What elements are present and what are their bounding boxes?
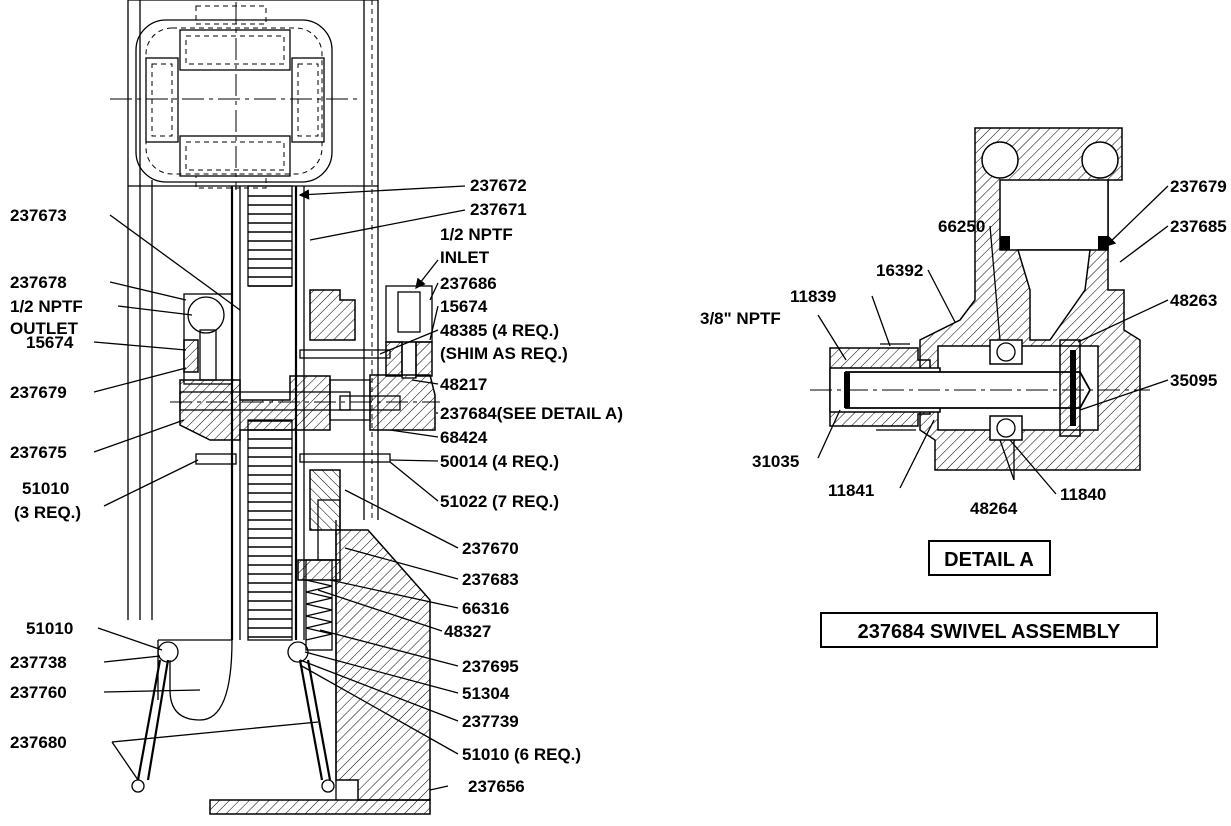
detail-callout-11840: 11840: [1060, 485, 1106, 504]
callout-51010-b: 51010: [26, 619, 73, 638]
detail-callout-labels: 237679 237685 66250 16392 48263 11839 3/…: [700, 177, 1227, 518]
main-leaders: [93, 185, 466, 791]
detail-a-title-box: DETAIL A: [928, 540, 1051, 576]
outlet-fitting: [183, 293, 233, 385]
callout-48327: 48327: [444, 622, 491, 641]
callout-237680: 237680: [10, 733, 67, 752]
assembly-title: 237684 SWIVEL ASSEMBLY: [858, 621, 1121, 643]
callout-237671: 237671: [470, 200, 527, 219]
callout-237656: 237656: [468, 777, 525, 796]
callout-237695: 237695: [462, 657, 519, 676]
detail-callout-16392: 16392: [876, 261, 923, 280]
detail-a-title: DETAIL A: [944, 549, 1034, 571]
outlet-size-label: 1/2 NPTF: [10, 297, 83, 316]
rotor-coil-housing: [110, 2, 360, 190]
inlet-label: INLET: [440, 248, 490, 267]
bottom-pan: [157, 639, 309, 721]
hub-assembly: [170, 289, 440, 531]
callout-66316: 66316: [462, 599, 509, 618]
callout-15674-right: 15674: [440, 297, 488, 316]
callout-237679-left: 237679: [10, 383, 67, 402]
callout-237684: 237684(SEE DETAIL A): [440, 404, 623, 423]
detail-npt-label: 3/8" NPTF: [700, 309, 781, 328]
callout-237672: 237672: [470, 176, 527, 195]
callout-237686: 237686: [440, 274, 497, 293]
detail-callout-11839: 11839: [790, 287, 836, 306]
callout-237760: 237760: [10, 683, 67, 702]
detail-callout-35095: 35095: [1170, 371, 1217, 390]
callout-51010-a: 51010: [22, 479, 69, 498]
callout-48385: 48385 (4 REQ.): [440, 321, 559, 340]
inlet-size-label: 1/2 NPTF: [440, 225, 513, 244]
assembly-title-box: 237684 SWIVEL ASSEMBLY: [820, 612, 1158, 648]
detail-callout-11841: 11841: [828, 481, 874, 500]
detail-callout-66250: 66250: [938, 217, 985, 236]
callout-237738: 237738: [10, 653, 67, 672]
callout-237739: 237739: [462, 712, 519, 731]
bolts: [195, 349, 391, 465]
callout-51010-c: 51010 (6 REQ.): [462, 745, 581, 764]
callout-237670: 237670: [462, 539, 519, 558]
detail-callout-31035: 31035: [752, 452, 799, 471]
callout-51304: 51304: [462, 684, 510, 703]
main-callout-labels: 237672 237673 237671 1/2 NPTF INLET 2376…: [10, 176, 623, 796]
base-bracket: [209, 520, 431, 815]
callout-237675: 237675: [10, 443, 67, 462]
detail-a-drawing: [810, 127, 1150, 471]
callout-237683: 237683: [462, 570, 519, 589]
callout-68424: 68424: [440, 428, 488, 447]
spring-assembly: [297, 499, 341, 651]
detail-callout-237685: 237685: [1170, 217, 1227, 236]
callout-51022: 51022 (7 REQ.): [440, 492, 559, 511]
callout-237678: 237678: [10, 273, 67, 292]
callout-237673: 237673: [10, 206, 67, 225]
detail-callout-48263: 48263: [1170, 291, 1217, 310]
detail-leaders: [817, 185, 1169, 495]
detail-callout-237679: 237679: [1170, 177, 1227, 196]
callout-15674-left: 15674: [26, 333, 74, 352]
inlet-fitting: [385, 285, 433, 379]
callout-50014: 50014 (4 REQ.): [440, 452, 559, 471]
callout-51010-a-qty: (3 REQ.): [14, 503, 81, 522]
lever-arms: [131, 659, 335, 793]
detail-callout-48264: 48264: [970, 499, 1018, 518]
callout-48217: 48217: [440, 375, 487, 394]
shim-note: (SHIM AS REQ.): [440, 344, 568, 363]
outlet-label: OUTLET: [10, 319, 79, 338]
main-section-drawing: [110, 0, 440, 815]
